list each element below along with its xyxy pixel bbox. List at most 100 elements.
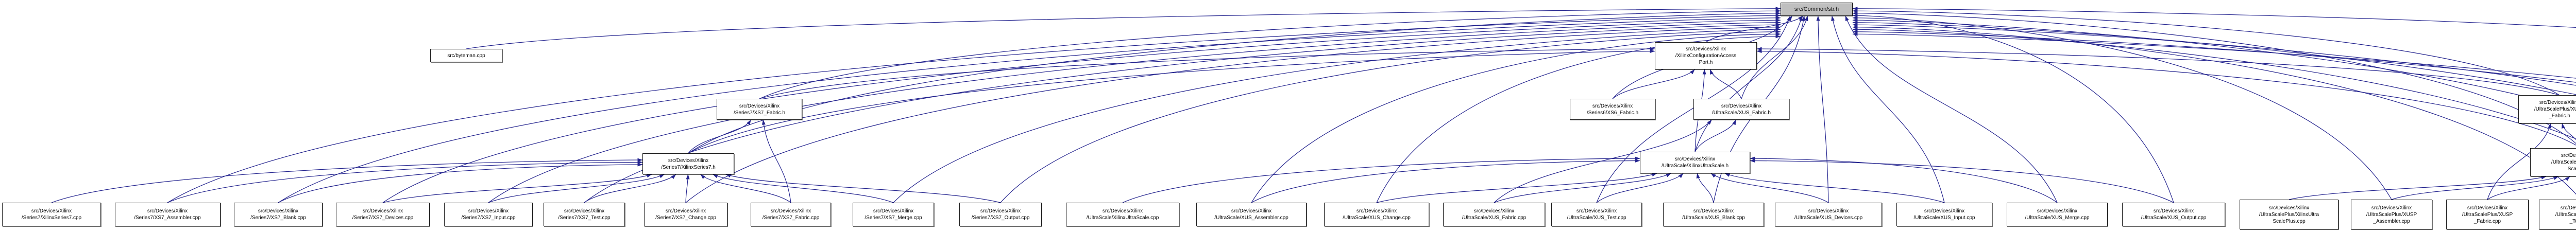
node-label-line: src/Devices/Xilinx (1576, 208, 1617, 214)
edge-usp_merge-to-str_h (1852, 30, 2576, 83)
node-label-line: _Fabric.cpp (2473, 218, 2501, 224)
node-s7-test[interactable]: src/Devices/Xilinx/Series7/XS7_Test.cpp (544, 203, 625, 226)
node-xs7-fabric-h[interactable]: src/Devices/Xilinx/Series7/XS7_Fabric.h (717, 99, 802, 120)
node-label-line: /UltraScale/XUS_Fabric.cpp (1462, 215, 1527, 221)
node-label-line: src/Devices/Xilinx (2539, 100, 2576, 105)
node-s7-fabric[interactable]: src/Devices/Xilinx/Series7/XS7_Fabric.cp… (751, 203, 831, 226)
node-xs7-h[interactable]: src/Devices/Xilinx/Series7/XilinxSeries7… (642, 153, 734, 174)
node-byteman[interactable]: src/byteman.cpp (430, 49, 502, 62)
node-label-line: src/Devices/Xilinx (1924, 208, 1965, 214)
node-label-line: _Fabric.h (2549, 113, 2570, 119)
edge-usp_change-to-str_h (1852, 27, 2576, 139)
node-label-line: /UltraScalePlus/XUSP (2555, 211, 2576, 218)
node-s7-output[interactable]: src/Devices/Xilinx/Series7/XS7_Output.cp… (959, 203, 1042, 226)
node-us-devices[interactable]: src/Devices/Xilinx/UltraScale/XUS_Device… (1775, 203, 1882, 226)
edge-usp_fabric-to-xusp_fabric_h (2487, 123, 2552, 200)
node-label-line: /UltraScalePlus/XUSP (2462, 211, 2513, 218)
edge-us_assembler-to-xus_h (1251, 159, 1640, 203)
node-label-line: /UltraScale/XilinxUltraScale.cpp (1086, 215, 1159, 221)
node-label-line: /UltraScale/XUS_Fabric.h (1712, 110, 1771, 116)
node-us-main[interactable]: src/Devices/Xilinx/UltraScale/XilinxUltr… (1066, 203, 1179, 226)
node-xcap-h[interactable]: src/Devices/Xilinx/XilinxConfigurationAc… (1655, 42, 1757, 69)
edge-us_blank-to-xus_h (1696, 173, 1714, 203)
node-label-line: /Series7/XilinxSeries7.h (661, 164, 716, 170)
edge-us_test-to-xus_h (1596, 173, 1684, 203)
edge-s7_main-to-xs7_h (51, 158, 643, 203)
edge-us_input-to-xus_h (1724, 173, 1945, 203)
edge-xcap_h-to-str_h (1705, 15, 1804, 43)
node-usp-fabric[interactable]: src/Devices/Xilinx/UltraScalePlus/XUSP_F… (2446, 200, 2529, 229)
node-us-merge[interactable]: src/Devices/Xilinx/UltraScale/XUS_Merge.… (2007, 203, 2108, 226)
node-s7-main[interactable]: src/Devices/Xilinx/Series7/XilinxSeries7… (2, 203, 101, 226)
node-label-line: /Series7/XS7_Assembler.cpp (134, 215, 201, 221)
node-label-line: src/Devices/Xilinx (1685, 46, 1726, 52)
node-label-line: src/Devices/Xilinx (1473, 208, 1515, 214)
edge-s7_blank-to-xs7_h (278, 163, 643, 203)
edge-xusp_fabric_h-to-xcap_h (1756, 47, 2560, 96)
node-us-change[interactable]: src/Devices/Xilinx/UltraScale/XUS_Change… (1324, 203, 1429, 226)
node-xs6-fabric-h[interactable]: src/Devices/Xilinx/Series6/XS6_Fabric.h (1570, 99, 1655, 120)
edge-usp_assembler-to-xusp_h (2391, 176, 2559, 200)
edge-us_devices-to-xus_h (1710, 173, 1829, 203)
node-label-line: src/Devices/Xilinx (1674, 156, 1716, 162)
node-us-test[interactable]: src/Devices/Xilinx/UltraScale/XUS_Test.c… (1551, 203, 1642, 226)
node-us-input[interactable]: src/Devices/Xilinx/UltraScale/XUS_Input.… (1896, 203, 1992, 226)
node-label-line: src/Devices/Xilinx (2560, 205, 2576, 211)
edge-us_fabric-to-xus_h (1494, 173, 1671, 203)
node-label-line: /UltraScale/XUS_Change.cpp (1343, 215, 1411, 221)
edge-xusp_fabric_h-to-str_h (1852, 9, 2560, 96)
node-label-line: src/Devices/Xilinx (1231, 208, 1272, 214)
node-label-line: /Series7/XS7_Fabric.h (733, 110, 786, 116)
edge-us_merge-to-xus_h (1750, 156, 2058, 203)
node-label-line: src/Common/str.h (1794, 6, 1839, 12)
node-us-fabric[interactable]: src/Devices/Xilinx/UltraScale/XUS_Fabric… (1443, 203, 1545, 226)
node-label-line: src/Devices/Xilinx (2561, 153, 2576, 158)
edge-s7_test-to-xs7_h (584, 174, 676, 203)
edge-usp_fabric-to-xusp_h (2487, 176, 2570, 200)
node-str-h: src/Common/str.h (1781, 3, 1853, 16)
node-usp-assembler[interactable]: src/Devices/Xilinx/UltraScalePlus/XUSP_A… (2351, 200, 2432, 229)
edge-usp_blank-to-str_h (1852, 18, 2576, 110)
edge-s7_blank-to-str_h (278, 16, 1781, 203)
edge-xs7_h-to-xs7_fabric_h (688, 119, 751, 154)
node-label-line: src/Devices/Xilinx (2268, 205, 2310, 211)
node-label-line: src/Devices/Xilinx (31, 208, 72, 214)
node-us-output[interactable]: src/Devices/Xilinx/UltraScale/XUS_Output… (2122, 203, 2225, 226)
node-us-blank[interactable]: src/Devices/Xilinx/UltraScale/XUS_Blank.… (1663, 203, 1764, 226)
node-label-line: src/Devices/Xilinx (668, 157, 709, 164)
node-xus-fabric-h[interactable]: src/Devices/Xilinx/UltraScale/XUS_Fabric… (1693, 99, 1789, 120)
node-us-assembler[interactable]: src/Devices/Xilinx/UltraScale/XUS_Assemb… (1196, 203, 1307, 226)
node-label-line: _Assembler.cpp (2373, 218, 2410, 224)
node-label-line: _Test.cpp (2569, 218, 2576, 224)
edge-us_change-to-xus_h (1376, 173, 1657, 203)
node-label-line: src/Devices/Xilinx (873, 208, 914, 214)
node-usp-main[interactable]: src/Devices/Xilinx/UltraScalePlus/Xilinx… (2240, 200, 2338, 229)
edge-usp_test-to-str_h (1852, 25, 2576, 195)
node-xusp-h[interactable]: src/Devices/Xilinx/UltraScalePlus/Xilinx… (2530, 148, 2576, 176)
node-label-line: src/Devices/Xilinx (980, 208, 1021, 214)
node-s7-input[interactable]: src/Devices/Xilinx/Series7/XS7_Input.cpp (444, 203, 533, 226)
node-s7-change[interactable]: src/Devices/Xilinx/Series7/XS7_Change.cp… (644, 203, 727, 226)
node-s7-merge[interactable]: src/Devices/Xilinx/Series7/XS7_Merge.cpp (853, 203, 934, 226)
node-s7-devices[interactable]: src/Devices/Xilinx/Series7/XS7_Devices.c… (336, 203, 430, 226)
node-label-line: src/Devices/Xilinx (258, 208, 299, 214)
edge-s7_input-to-str_h (488, 21, 1781, 203)
node-label-line: /UltraScale/XUS_Input.cpp (1913, 215, 1975, 221)
edge-xs7_h-to-str_h (688, 11, 1781, 154)
edge-byteman-to-str_h (466, 7, 1781, 49)
node-label-line: /Series7/XS7_Devices.cpp (352, 215, 414, 221)
node-label-line: /UltraScale/XUS_Assembler.cpp (1214, 215, 1289, 221)
node-label-line: ScalePlus.h (2567, 166, 2576, 172)
edge-us_change-to-str_h (1376, 34, 1781, 203)
node-label-line: src/Devices/Xilinx (2467, 205, 2508, 211)
node-xus-h[interactable]: src/Devices/Xilinx/UltraScale/XilinxUltr… (1640, 152, 1750, 173)
node-label-line: /UltraScale/XilinxUltraScale.h (1661, 163, 1729, 169)
node-s7-blank[interactable]: src/Devices/Xilinx/Series7/XS7_Blank.cpp (234, 203, 323, 226)
node-s7-assembler[interactable]: src/Devices/Xilinx/Series7/XS7_Assembler… (114, 203, 221, 226)
node-xusp-fabric-h[interactable]: src/Devices/Xilinx/UltraScalePlus/XUSP_F… (2518, 95, 2576, 123)
node-label-line: /UltraScalePlus/XilinxUltra (2259, 211, 2319, 218)
node-usp-test[interactable]: src/Devices/Xilinx/UltraScalePlus/XUSP_T… (2539, 200, 2576, 229)
edge-s7_change-to-xs7_h (685, 174, 690, 203)
edge-s7_input-to-xs7_h (488, 174, 665, 203)
